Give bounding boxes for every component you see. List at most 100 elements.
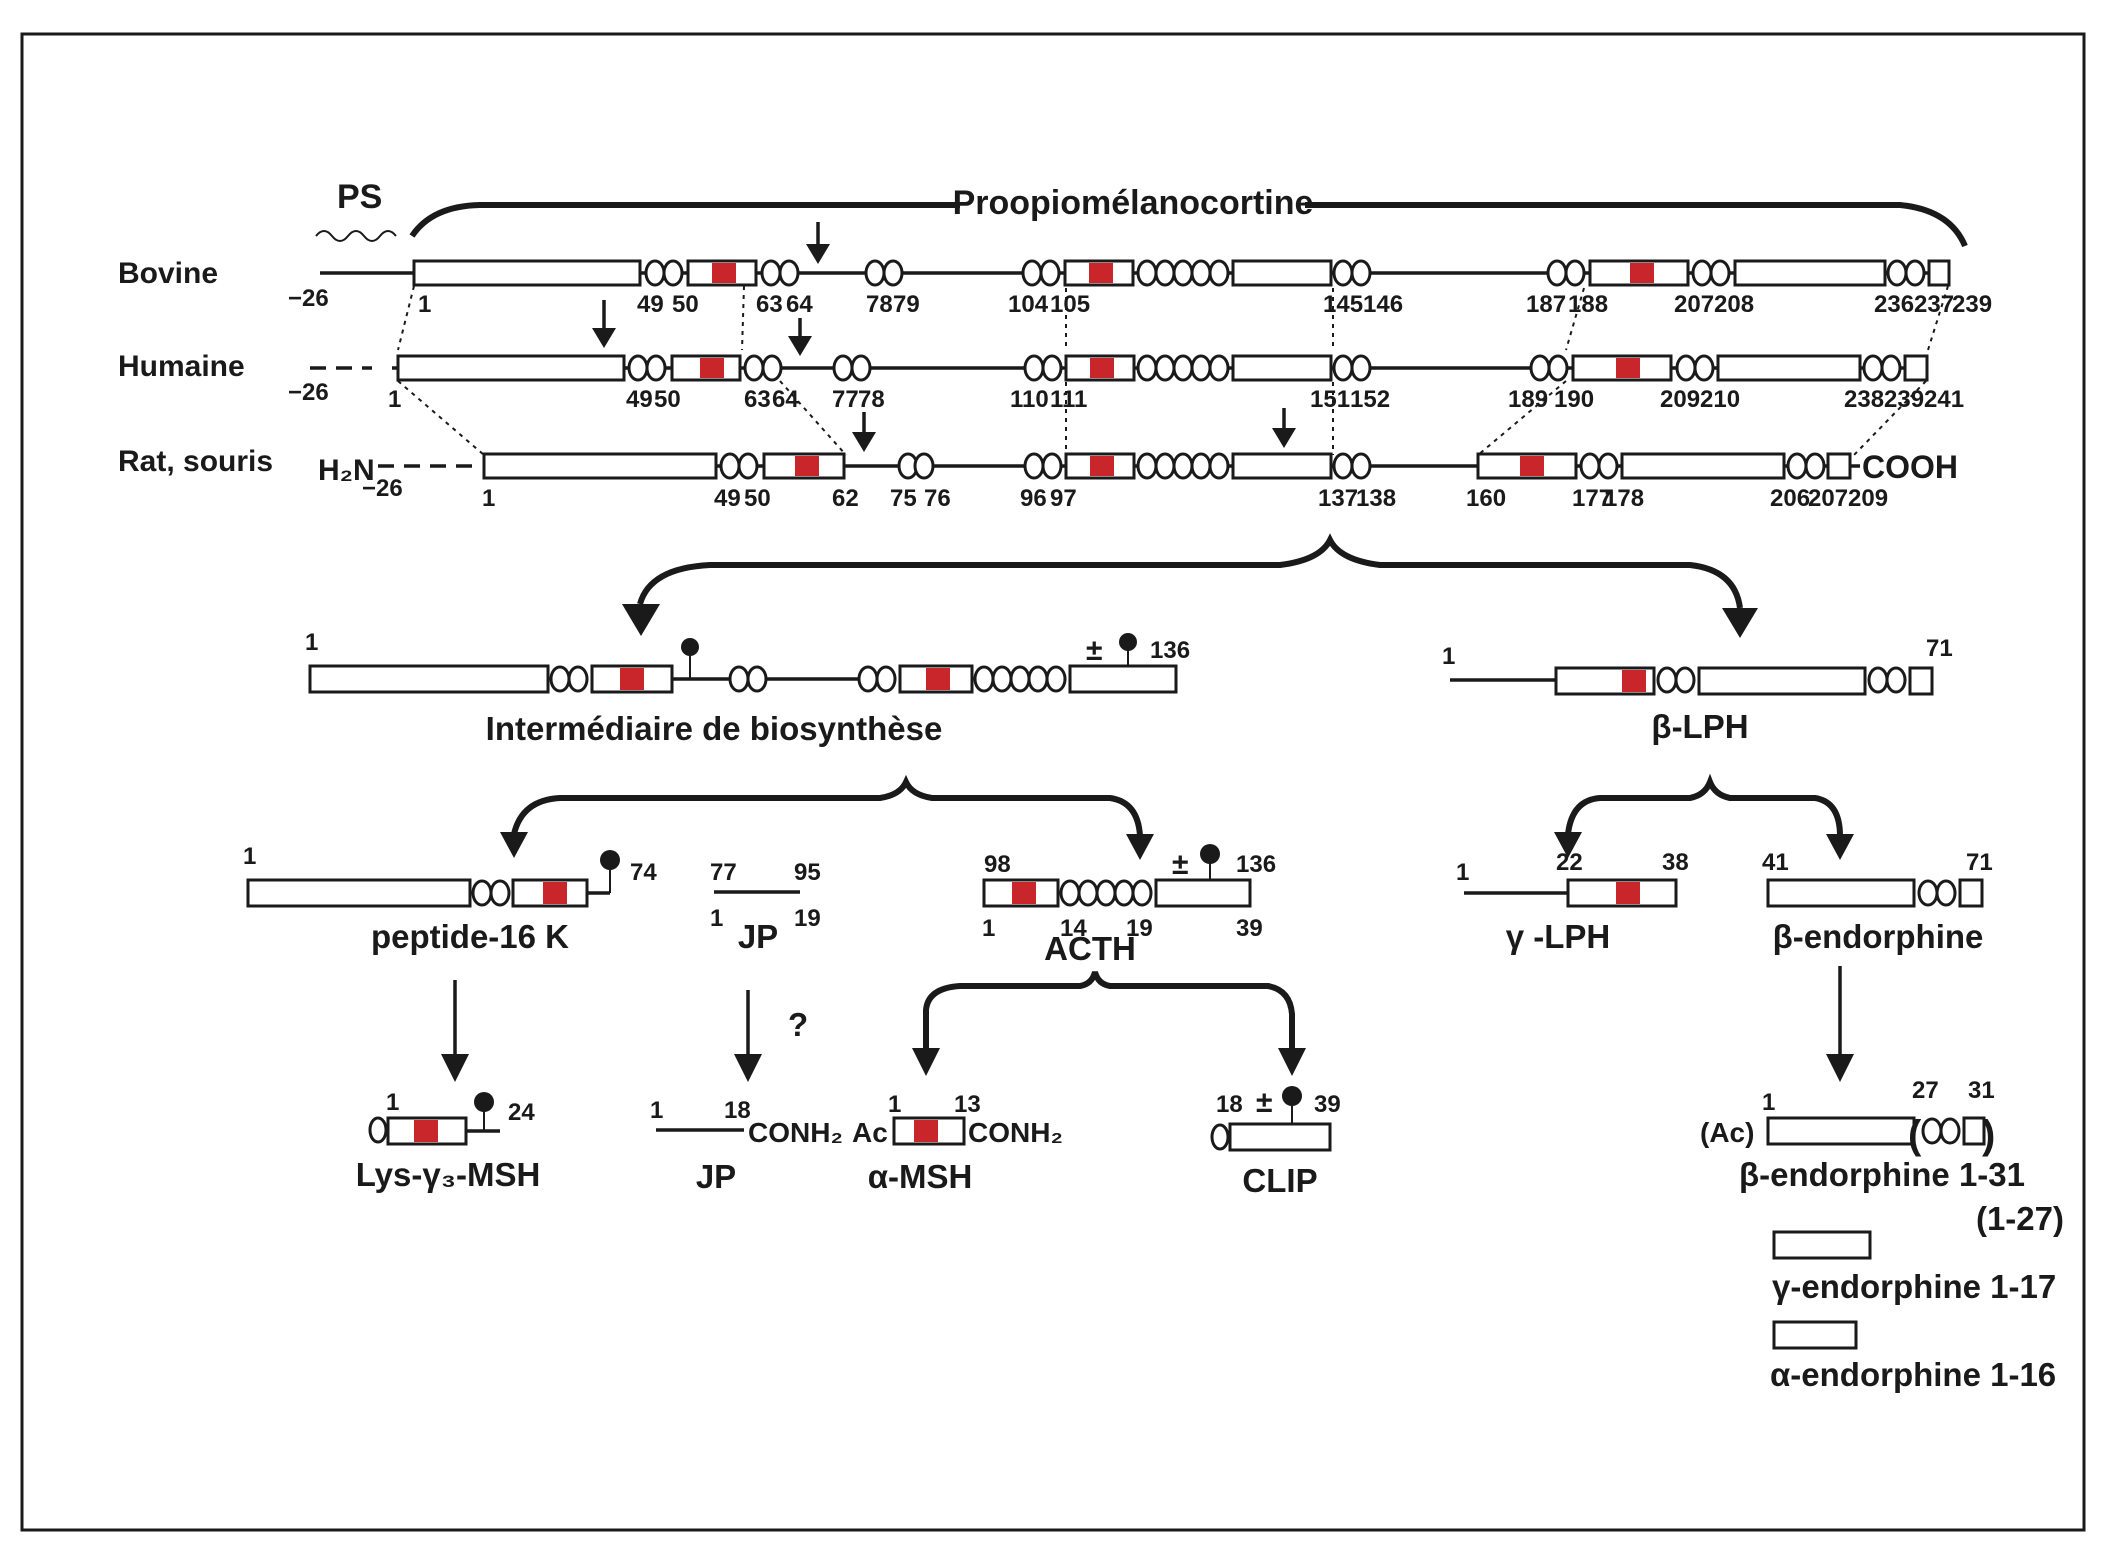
human-cleavage-arrows [592,300,812,356]
svg-text:CONH₂: CONH₂ [968,1117,1063,1148]
species-label-human: Humaine [118,350,245,383]
svg-text:206: 206 [1770,485,1810,512]
bovine-cleavage-arrow [806,222,830,264]
human-row: Humaine −26 1 49 50 63 64 [118,300,1964,413]
signal-peptide-label: PS [337,178,382,216]
jp2-molecule: 1 18 CONH₂ JP [650,1097,843,1195]
svg-text:96: 96 [1020,485,1047,512]
rat-minus26: −26 [362,475,403,502]
svg-text:138: 138 [1356,485,1396,512]
jp-molecule: 77 95 1 19 JP [710,859,821,955]
bendo27-label: (1-27) [1976,1200,2064,1237]
svg-text:50: 50 [654,386,681,413]
peptide16k-label: peptide-16 K [371,918,569,955]
species-label-rat: Rat, souris [118,445,273,478]
svg-text:1: 1 [305,629,318,656]
svg-text:77: 77 [832,386,859,413]
svg-text:1: 1 [243,843,256,870]
signal-peptide-wave [315,230,397,242]
svg-text:(: ( [1908,1113,1922,1157]
svg-text:187: 187 [1526,291,1566,318]
svg-text:136: 136 [1150,637,1190,664]
split-brace-main [622,533,1758,638]
svg-text:1: 1 [482,485,495,512]
svg-text:71: 71 [1926,635,1953,662]
svg-text:71: 71 [1966,849,1993,876]
svg-text:19: 19 [794,905,821,932]
clip-label: CLIP [1242,1162,1317,1199]
header: PS Proopiomélanocortine [315,178,1968,248]
human-numbers: 1 49 50 63 64 77 78 110 111 151 152 189 … [388,386,1964,413]
svg-text:74: 74 [630,859,657,886]
svg-text:209: 209 [1848,485,1888,512]
svg-text:63: 63 [756,291,783,318]
svg-text:14: 14 [1060,915,1087,942]
svg-text:18: 18 [724,1097,751,1124]
gendo-label: γ-endorphine 1-17 [1772,1268,2056,1305]
lower-arrows: ? [441,966,1854,1082]
svg-text:1: 1 [1442,643,1455,670]
acth-molecule: 98 ± 136 1 14 19 39 ACTH [982,844,1276,967]
split-brace-acth [912,971,1306,1076]
svg-text:): ) [1982,1113,1995,1157]
bendo31-label: β-endorphine 1-31 [1739,1156,2025,1193]
svg-text:189: 189 [1508,386,1548,413]
lysmsh-molecule: 1 24 Lys-γ₃-MSH [356,1089,541,1193]
bovine-segments [412,259,1951,287]
uncertain-step-mark: ? [788,1006,808,1043]
blph-label: β-LPH [1651,708,1748,745]
svg-text:76: 76 [924,485,951,512]
svg-text:241: 241 [1924,386,1964,413]
svg-text:49: 49 [714,485,741,512]
rat-cleavage-arrows [852,408,1296,452]
svg-text:1: 1 [1762,1089,1775,1116]
svg-text:1: 1 [650,1097,663,1124]
svg-text:Ac: Ac [852,1117,888,1148]
svg-text:1: 1 [1456,859,1469,886]
svg-text:209: 209 [1660,386,1700,413]
svg-text:75: 75 [890,485,917,512]
svg-text:95: 95 [794,859,821,886]
bendo31-molecule: 1 27 31 (Ac) ( ) β-endorphine 1-31 (1-27… [1700,1077,2064,1237]
glph-label: γ -LPH [1506,918,1611,955]
clip-molecule: 18 ± 39 CLIP [1210,1086,1341,1199]
svg-text:1: 1 [386,1089,399,1116]
svg-text:238: 238 [1844,386,1884,413]
c-terminus-label: COOH [1862,449,1958,485]
svg-text:145: 145 [1323,291,1363,318]
svg-text:1: 1 [388,386,401,413]
svg-text:(Ac): (Ac) [1700,1117,1754,1148]
svg-text:±: ± [1086,634,1102,667]
svg-text:39: 39 [1314,1091,1341,1118]
human-minus26: −26 [288,379,329,406]
svg-text:18: 18 [1216,1091,1243,1118]
jp-label: JP [738,918,778,955]
svg-text:239: 239 [1952,291,1992,318]
figure-frame [20,32,2086,1532]
svg-text:207: 207 [1674,291,1714,318]
split-brace-intermediate [500,774,1154,860]
svg-text:78: 78 [866,291,893,318]
svg-text:207: 207 [1808,485,1848,512]
bendo-label: β-endorphine [1773,918,1984,955]
svg-text:237: 237 [1914,291,1954,318]
svg-text:151: 151 [1310,386,1350,413]
svg-text:152: 152 [1350,386,1390,413]
svg-text:19: 19 [1126,915,1153,942]
svg-text:208: 208 [1714,291,1754,318]
svg-text:160: 160 [1466,485,1506,512]
amsh-label: α-MSH [868,1158,973,1195]
svg-text:39: 39 [1236,915,1263,942]
svg-text:31: 31 [1968,1077,1995,1104]
svg-text:±: ± [1256,1086,1272,1119]
svg-text:236: 236 [1874,291,1914,318]
svg-text:CONH₂: CONH₂ [748,1117,843,1148]
alignment-human-rat [397,380,1927,456]
svg-text:178: 178 [1604,485,1644,512]
svg-text:137: 137 [1318,485,1358,512]
svg-text:13: 13 [954,1091,981,1118]
svg-text:190: 190 [1554,386,1594,413]
rat-numbers: 1 49 50 62 75 76 96 97 137 138 160 177 1… [482,485,1888,512]
aendo-molecule: α-endorphine 1-16 [1770,1320,2056,1393]
bovine-numbers: 1 49 50 63 64 78 79 104 105 145 146 187 … [418,291,1992,318]
